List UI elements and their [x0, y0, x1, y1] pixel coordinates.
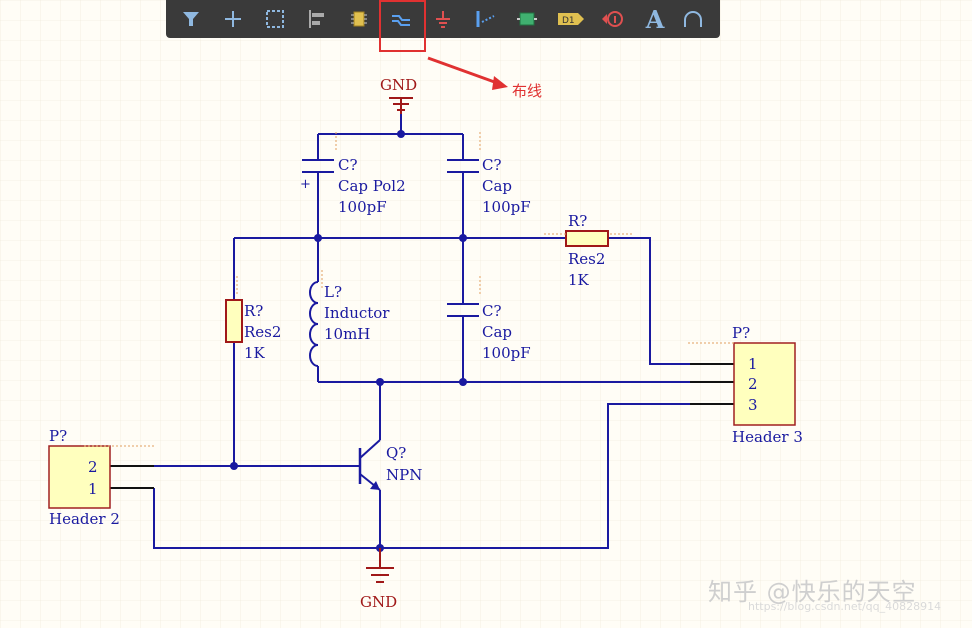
- capacitor-c3[interactable]: C? Cap 100pF: [447, 276, 531, 362]
- r2-designator: R?: [568, 212, 587, 230]
- p2-pin-3: 3: [748, 396, 758, 414]
- c1-value: 100pF: [338, 198, 387, 216]
- transistor-q1[interactable]: Q? NPN: [358, 439, 422, 491]
- p1-name: Header 2: [49, 510, 120, 528]
- wire-icon[interactable]: [386, 4, 416, 34]
- directive-icon[interactable]: [598, 4, 628, 34]
- inductor-l1[interactable]: L? Inductor 10mH: [309, 270, 390, 367]
- capacitor-c2[interactable]: C? Cap 100pF: [447, 132, 531, 216]
- c1-polarity: +: [300, 177, 311, 192]
- resistor-r2[interactable]: R? Res2 1K: [544, 212, 632, 289]
- p1-designator: P?: [49, 427, 67, 445]
- cross-icon[interactable]: [218, 4, 248, 34]
- q1-designator: Q?: [386, 444, 406, 462]
- p1-pin-2: 2: [88, 458, 98, 476]
- select-rect-icon[interactable]: [260, 4, 290, 34]
- p2-pin-1: 1: [748, 355, 758, 373]
- p2-pin-2: 2: [748, 375, 758, 393]
- filter-icon[interactable]: [176, 4, 206, 34]
- gnd-bottom-symbol[interactable]: GND: [360, 548, 397, 611]
- schematic-toolbar: D1 A: [166, 0, 720, 38]
- c1-designator: C?: [338, 156, 358, 174]
- c3-value: 100pF: [482, 344, 531, 362]
- l1-designator: L?: [324, 283, 342, 301]
- capacitor-c1[interactable]: + C? Cap Pol2 100pF: [300, 132, 406, 216]
- component-icon[interactable]: [344, 4, 374, 34]
- q1-type: NPN: [386, 466, 422, 484]
- annotation-label: 布线: [512, 82, 543, 100]
- resistor-r1[interactable]: R? Res2 1K: [225, 276, 281, 362]
- align-icon[interactable]: [302, 4, 332, 34]
- wire-tool-highlight: [379, 0, 426, 52]
- arc-icon[interactable]: [678, 4, 708, 34]
- c2-type: Cap: [482, 177, 512, 195]
- watermark-text: 知乎 @快乐的天空: [708, 578, 917, 606]
- l1-type: Inductor: [324, 304, 390, 322]
- bus-icon[interactable]: [470, 4, 500, 34]
- header-p1[interactable]: P? 2 1 Header 2: [48, 427, 156, 528]
- ground-icon[interactable]: [428, 4, 458, 34]
- p2-name: Header 3: [732, 428, 803, 446]
- gnd-top-symbol[interactable]: GND: [380, 76, 417, 114]
- r1-value: 1K: [244, 344, 266, 362]
- text-icon[interactable]: A: [645, 4, 665, 34]
- r1-type: Res2: [244, 323, 281, 341]
- gnd-bottom-label: GND: [360, 593, 397, 611]
- l1-value: 10mH: [324, 325, 370, 343]
- c2-designator: C?: [482, 156, 502, 174]
- header-pins: [110, 363, 734, 489]
- designator-icon-text: D1: [562, 16, 575, 26]
- annotation-arrow: [427, 56, 508, 90]
- r2-type: Res2: [568, 250, 605, 268]
- sheet-icon[interactable]: [512, 4, 542, 34]
- c2-value: 100pF: [482, 198, 531, 216]
- p1-pin-1: 1: [88, 480, 98, 498]
- r2-value: 1K: [568, 271, 590, 289]
- watermark-url: https://blog.csdn.net/qq_40828914: [748, 600, 942, 613]
- p2-designator: P?: [732, 324, 750, 342]
- c3-designator: C?: [482, 302, 502, 320]
- wires: [153, 114, 730, 568]
- c3-type: Cap: [482, 323, 512, 341]
- c1-type: Cap Pol2: [338, 177, 406, 195]
- header-p2[interactable]: P? 1 2 3 Header 3: [688, 324, 803, 446]
- gnd-top-label: GND: [380, 76, 417, 94]
- designator-icon[interactable]: D1: [554, 4, 588, 34]
- junctions: [230, 130, 467, 552]
- r1-designator: R?: [244, 302, 263, 320]
